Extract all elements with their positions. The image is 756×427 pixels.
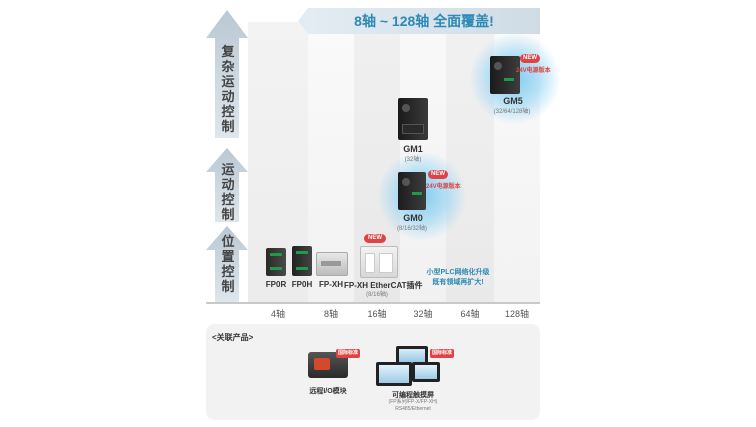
new-badge-ethercat: NEW: [364, 234, 386, 243]
note-line-1: 小型PLC网络化升级: [426, 269, 490, 276]
gm5-image: [490, 56, 520, 94]
fp-xh-label: FP-XH: [319, 280, 343, 289]
complexity-axis: [206, 10, 248, 302]
new-badge-gm5: NEW: [520, 54, 540, 63]
related-products-panel: [206, 324, 540, 420]
touch-screen-image-3: [412, 362, 440, 382]
note-line-2: 既有领域再扩大!: [432, 279, 484, 286]
fp-xh-ethercat-axes: (8/16轴): [366, 292, 388, 298]
touch-screen-label: 可编程触摸屏: [392, 392, 434, 399]
network-upgrade-note: 小型PLC网络化升级 既有领域再扩大!: [418, 268, 498, 288]
axis-label-position: 位置控制: [221, 234, 235, 294]
gm1-label: GM1: [403, 144, 423, 154]
tick-8: 8轴: [323, 309, 338, 319]
gm0-image: [398, 172, 426, 210]
gm5-badge-note: 24V电源版本: [516, 68, 551, 74]
coverage-banner: 8轴 ~ 128轴 全面覆盖!: [298, 8, 540, 34]
tick-64: 64轴: [460, 309, 480, 319]
gm5-axes: (32/64/128轴): [493, 109, 531, 115]
gm1-image: [398, 98, 428, 140]
fp0r-image: [266, 248, 286, 276]
tick-32: 32轴: [413, 309, 433, 319]
fp0h-label: FP0H: [291, 280, 313, 289]
remote-io-label: 远程I/O模块: [309, 388, 347, 395]
fp0r-label: FP0R: [265, 280, 287, 289]
touch-screen-sub-2: RS485/Ethernet: [395, 406, 431, 412]
related-products-title: <关联产品>: [212, 333, 254, 342]
gm0-axes: (8/16/32轴): [396, 226, 427, 232]
tick-16: 16轴: [367, 309, 387, 319]
touch-screen-sub-1: (FP系列/FP-X/FP-XH): [388, 399, 438, 405]
remote-io-tag: 国际标准: [336, 349, 360, 358]
tick-128: 128轴: [504, 309, 530, 319]
fp-xh-image: [316, 252, 348, 276]
new-badge-gm0: NEW: [428, 170, 448, 179]
touch-screen-image-2: [376, 362, 412, 386]
axis-label-complex-motion: 复杂运动控制: [221, 44, 235, 134]
x-axis-line: [206, 302, 540, 304]
gm5-label: GM5: [503, 96, 523, 106]
touch-screen-tag: 国际标准: [430, 349, 454, 358]
gm0-label: GM0: [403, 213, 423, 223]
fp-xh-ethercat-label: FP-XH EtherCAT插件: [344, 281, 423, 290]
gm1-axes: (32轴): [404, 157, 422, 163]
fp0h-image: [292, 246, 312, 276]
gm0-badge-note: 24V电源版本: [426, 184, 461, 190]
fp-xh-ethercat-image: [360, 246, 398, 278]
axis-label-motion: 运动控制: [221, 162, 235, 222]
tick-4: 4轴: [270, 309, 285, 319]
